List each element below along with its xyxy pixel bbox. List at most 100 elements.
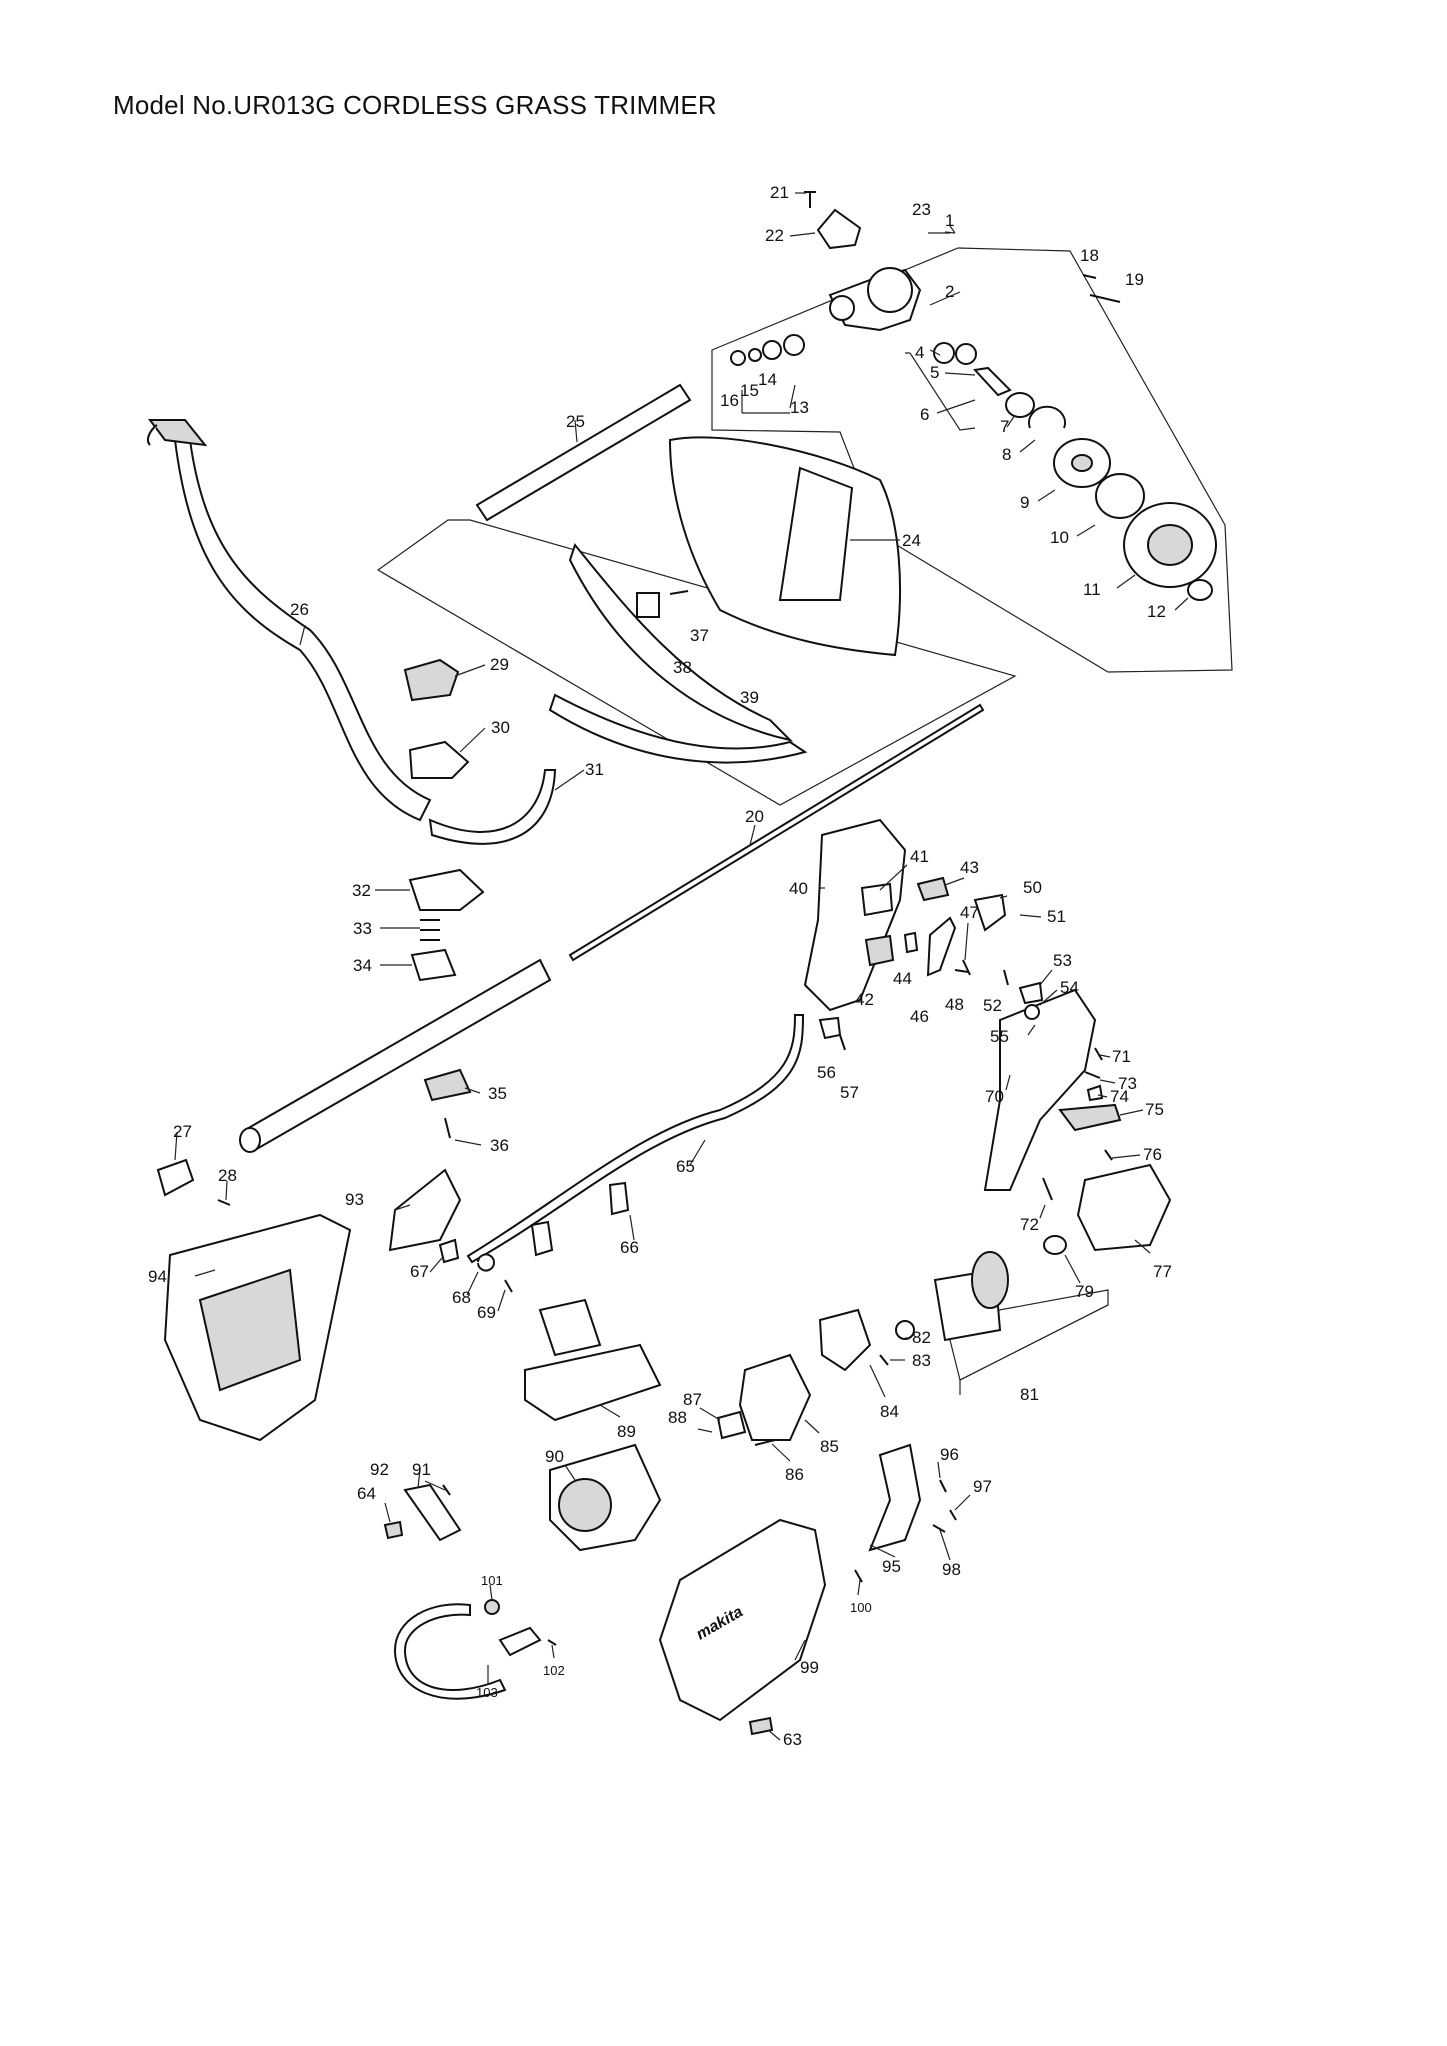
handle-grip-top bbox=[147, 424, 158, 446]
holder-30-part bbox=[408, 740, 470, 779]
clamp-part bbox=[816, 208, 862, 250]
callout-33: 33 bbox=[353, 919, 372, 938]
callout-74: 74 bbox=[1110, 1087, 1129, 1106]
spring-86-part bbox=[754, 1439, 776, 1446]
callout-100: 100 bbox=[850, 1600, 872, 1615]
main-pipe-part bbox=[243, 958, 552, 1152]
callout-56: 56 bbox=[817, 1063, 836, 1082]
callout-27: 27 bbox=[173, 1122, 192, 1141]
callout-96: 96 bbox=[940, 1445, 959, 1464]
clamp-67-part bbox=[438, 1238, 460, 1264]
callout-103: 103 bbox=[476, 1685, 498, 1700]
callout-63: 63 bbox=[783, 1730, 802, 1749]
handle-31-part bbox=[428, 769, 557, 845]
callout-77: 77 bbox=[1153, 1262, 1172, 1281]
callout-84: 84 bbox=[880, 1402, 899, 1421]
callout-42: 42 bbox=[855, 990, 874, 1009]
callout-15: 15 bbox=[740, 381, 759, 400]
parts: makita bbox=[147, 191, 1217, 1736]
drive-shaft-part bbox=[568, 703, 985, 962]
callout-95: 95 bbox=[882, 1557, 901, 1576]
knob-29-part bbox=[403, 658, 460, 702]
screw-71-part bbox=[1094, 1047, 1103, 1061]
switch-43-part bbox=[916, 876, 950, 902]
callout-64: 64 bbox=[357, 1484, 376, 1503]
guard-part bbox=[668, 436, 901, 657]
callout-69: 69 bbox=[477, 1303, 496, 1322]
callout-99: 99 bbox=[800, 1658, 819, 1677]
screw-76-part bbox=[1104, 1149, 1113, 1161]
bumper-12-part bbox=[1187, 579, 1213, 601]
callout-43: 43 bbox=[960, 858, 979, 877]
ring-13-part bbox=[783, 334, 805, 356]
callout-85: 85 bbox=[820, 1437, 839, 1456]
callout-11: 11 bbox=[1083, 580, 1101, 599]
screw-37-part bbox=[669, 590, 689, 595]
callout-37: 37 bbox=[690, 626, 709, 645]
screw-73-part bbox=[1084, 1071, 1101, 1079]
callout-1: 1 bbox=[945, 211, 954, 230]
callout-35: 35 bbox=[488, 1084, 507, 1103]
snap-ring-part bbox=[1028, 405, 1066, 429]
gear-case-boss bbox=[867, 267, 913, 313]
lead-wire-part bbox=[466, 1014, 805, 1264]
screw-83-part bbox=[879, 1354, 889, 1366]
clip-66-b bbox=[608, 1181, 630, 1216]
rear-housing-99-part bbox=[658, 1518, 827, 1722]
clamp-35-part bbox=[423, 1068, 472, 1102]
callout-79: 79 bbox=[1075, 1282, 1094, 1301]
holder-32-part bbox=[408, 868, 485, 911]
callout-47: 47 bbox=[960, 903, 979, 922]
callout-75: 75 bbox=[1145, 1100, 1164, 1119]
callout-66: 66 bbox=[620, 1238, 639, 1257]
ring-14-part bbox=[762, 340, 782, 360]
callout-18: 18 bbox=[1080, 246, 1099, 265]
callout-16: 16 bbox=[720, 391, 739, 410]
label-38-part bbox=[636, 592, 660, 618]
label-64-part bbox=[383, 1520, 404, 1540]
pad-41-part bbox=[860, 882, 894, 917]
callout-52: 52 bbox=[983, 996, 1002, 1015]
screw-96-part bbox=[939, 1479, 947, 1493]
callout-31: 31 bbox=[585, 760, 604, 779]
screw-52-part bbox=[1003, 969, 1009, 986]
callout-86: 86 bbox=[785, 1465, 804, 1484]
callout-32: 32 bbox=[352, 881, 371, 900]
bolt-19-part bbox=[1089, 294, 1121, 303]
blade-cover-part bbox=[548, 693, 808, 764]
callout-92: 92 bbox=[370, 1460, 389, 1479]
plate-92-part bbox=[403, 1483, 462, 1542]
callout-53: 53 bbox=[1053, 951, 1072, 970]
pad-42-part bbox=[864, 934, 895, 967]
motor-90-fan bbox=[558, 1478, 612, 1532]
callout-51: 51 bbox=[1047, 907, 1066, 926]
leader-lines bbox=[174, 192, 1189, 1741]
clutch-subgroup-lines bbox=[905, 352, 976, 431]
cover-95-part bbox=[868, 1443, 922, 1552]
callout-36: 36 bbox=[490, 1136, 509, 1155]
rubber-53-part bbox=[1018, 981, 1044, 1005]
callout-12: 12 bbox=[1147, 602, 1166, 621]
screw-98-part bbox=[932, 1524, 946, 1533]
callout-48: 48 bbox=[945, 995, 964, 1014]
screw-102-part bbox=[547, 1639, 557, 1646]
screw-100-part bbox=[854, 1569, 863, 1583]
clip-66-a bbox=[530, 1220, 554, 1257]
lock-74-part bbox=[1086, 1084, 1104, 1102]
callout-76: 76 bbox=[1143, 1145, 1162, 1164]
callout-97: 97 bbox=[973, 1477, 992, 1496]
callout-10: 10 bbox=[1050, 528, 1069, 547]
callout-94: 94 bbox=[148, 1267, 167, 1286]
inner-plate-hub bbox=[1071, 454, 1093, 472]
main-pipe-end bbox=[239, 1127, 261, 1153]
callout-2: 2 bbox=[945, 282, 954, 301]
callout-82: 82 bbox=[912, 1328, 931, 1347]
motor-housing-77-part bbox=[1076, 1163, 1172, 1252]
callout-8: 8 bbox=[1002, 445, 1011, 464]
callout-65: 65 bbox=[676, 1157, 695, 1176]
callout-91: 91 bbox=[412, 1460, 431, 1479]
callout-89: 89 bbox=[617, 1422, 636, 1441]
bracket-103-part bbox=[498, 1626, 542, 1657]
battery-connector-part bbox=[538, 1298, 602, 1357]
callout-5: 5 bbox=[930, 363, 939, 382]
